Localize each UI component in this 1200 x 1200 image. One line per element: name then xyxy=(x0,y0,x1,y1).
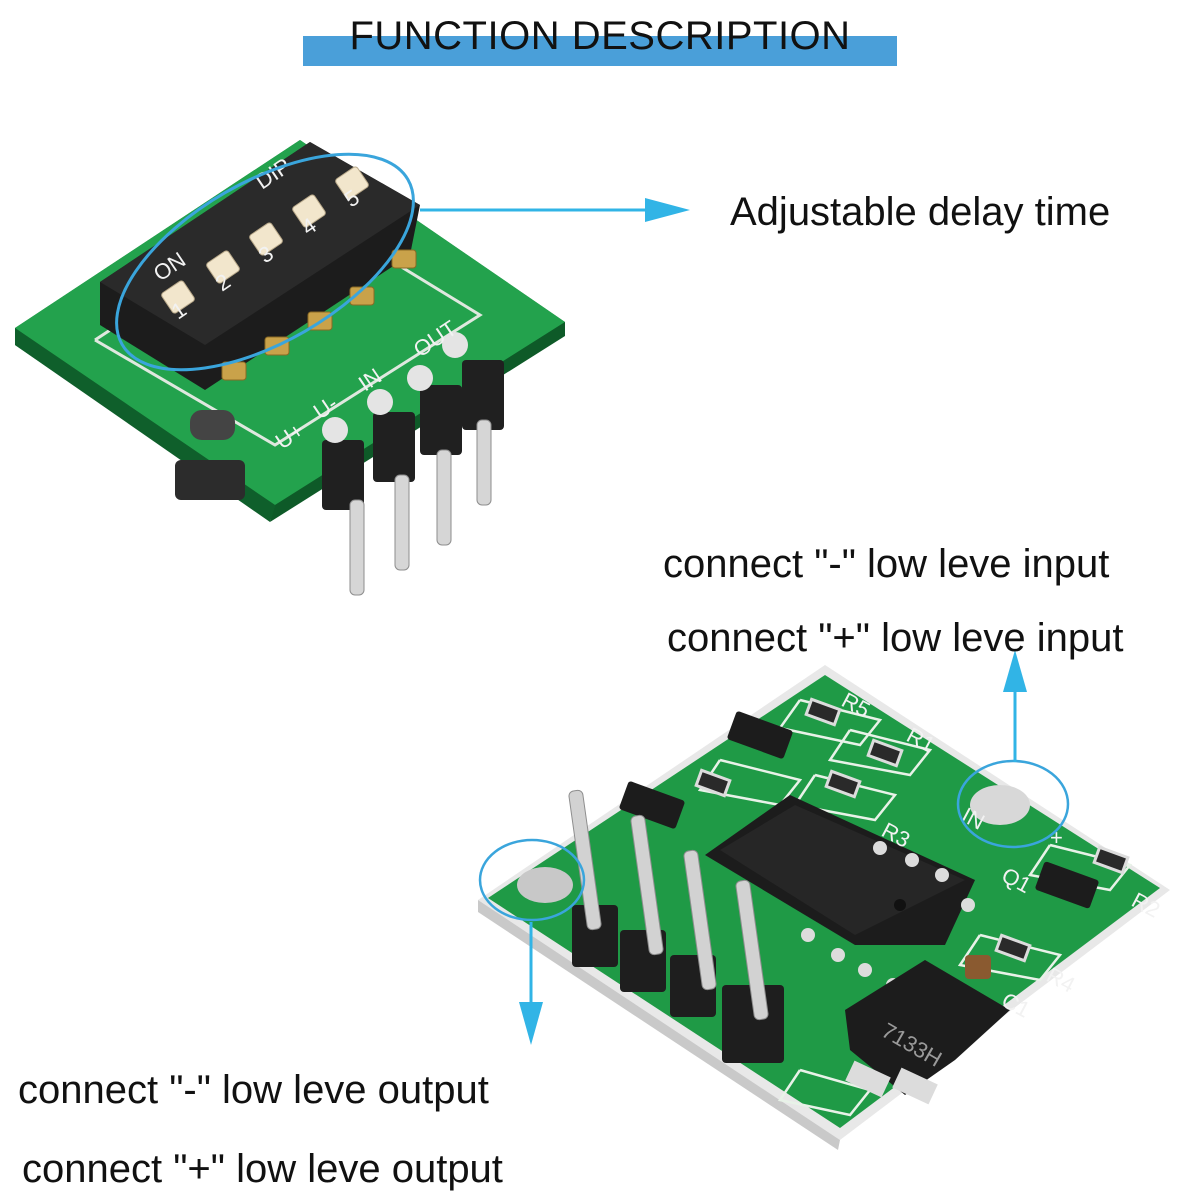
title-banner xyxy=(303,36,897,66)
output-minus-label: connect "-" low leve output xyxy=(18,1068,489,1112)
top-board: ON DIP 1 2 3 4 5 U+ U- IN OUT xyxy=(15,140,565,596)
output-plus-label: connect "+" low leve output xyxy=(22,1147,503,1191)
delay-time-label: Adjustable delay time xyxy=(730,190,1111,234)
silk-plus: + xyxy=(1050,825,1063,850)
input-minus-label: connect "-" low leve input xyxy=(663,542,1110,586)
dip-highlight-ellipse xyxy=(115,152,415,372)
input-highlight-ellipse xyxy=(956,759,1070,849)
input-arrow xyxy=(1003,650,1027,762)
input-plus-label: connect "+" low leve input xyxy=(667,616,1124,660)
output-highlight-ellipse xyxy=(478,838,586,922)
delay-arrow xyxy=(420,198,690,222)
output-arrow xyxy=(519,922,543,1045)
bottom-board: 7133H R5 R1 R3 R2 Q1 C1 R4 IN xyxy=(478,665,1170,1150)
page-title: FUNCTION DESCRIPTION xyxy=(349,14,851,58)
